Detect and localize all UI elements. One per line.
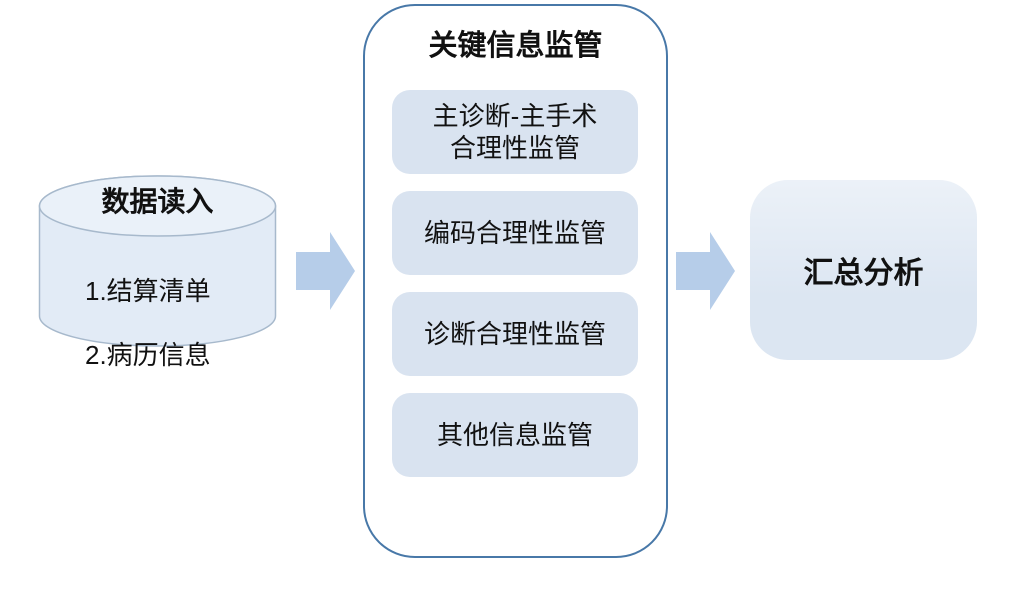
- arrow-shape: [296, 232, 355, 310]
- data-input-item: 1.结算清单: [85, 276, 211, 306]
- summary-analysis-node: 汇总分析: [750, 180, 977, 360]
- cylinder-top-outline: [38, 175, 277, 237]
- cylinder-top-shape: [39, 176, 276, 236]
- key-info-supervision-panel: 关键信息监管 主诊断-主手术 合理性监管 编码合理性监管 诊断合理性监管 其他信…: [363, 4, 668, 558]
- data-input-item-list: 1.结算清单 2.病历信息: [85, 243, 211, 403]
- step-main-diagnosis-surgery: 主诊断-主手术 合理性监管: [392, 90, 638, 174]
- arrow-shape: [676, 232, 735, 310]
- panel-title: 关键信息监管: [428, 30, 603, 62]
- summary-analysis-title: 汇总分析: [803, 257, 924, 290]
- data-input-node: 数据读入 1.结算清单 2.病历信息: [38, 175, 277, 370]
- data-input-item: 2.病历信息: [85, 340, 211, 370]
- flow-arrow-right-icon: [676, 232, 735, 310]
- step-other-info: 其他信息监管: [392, 393, 638, 477]
- database-cylinder-icon: [38, 175, 277, 347]
- step-diagnosis-rationality: 诊断合理性监管: [392, 292, 638, 376]
- data-input-title: 数据读入: [101, 186, 214, 217]
- step-coding-rationality: 编码合理性监管: [392, 191, 638, 275]
- flow-arrow-right-icon: [296, 232, 355, 310]
